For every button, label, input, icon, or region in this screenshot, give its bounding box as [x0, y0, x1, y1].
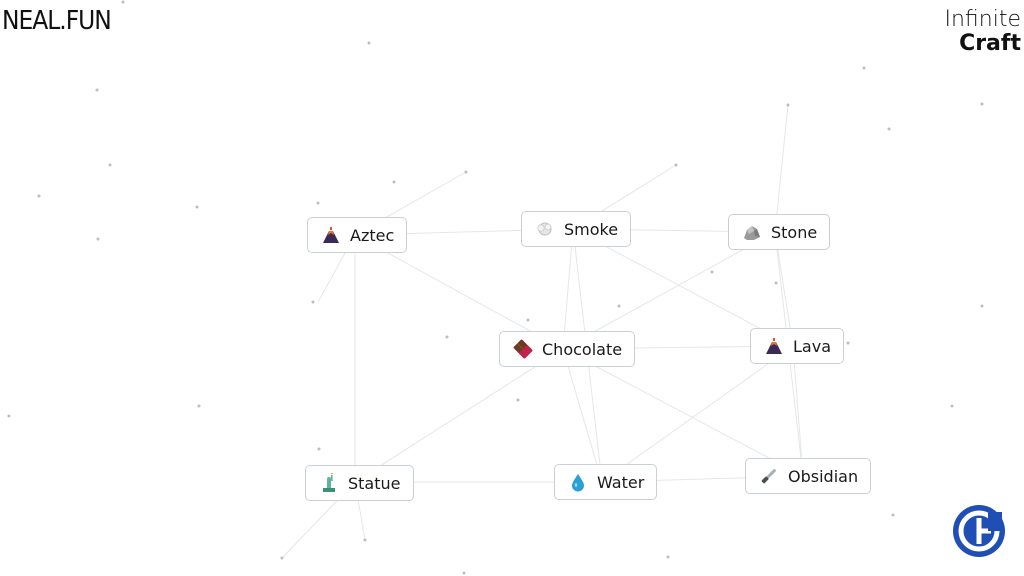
- item-label: Chocolate: [542, 339, 623, 359]
- statue-of-liberty-icon: [318, 472, 340, 494]
- droplet-icon: [567, 471, 589, 493]
- infinite-craft-logo: Infinite Craft: [944, 8, 1021, 56]
- neal-fun-logo[interactable]: NEAL.FUN: [2, 6, 112, 36]
- item-smoke[interactable]: Smoke: [521, 211, 632, 247]
- chocolate-bar-icon: [512, 338, 534, 360]
- item-statue[interactable]: Statue: [305, 465, 414, 501]
- rock-icon: [741, 221, 763, 243]
- item-chocolate[interactable]: Chocolate: [499, 331, 636, 367]
- item-label: Obsidian: [788, 466, 859, 486]
- item-lava[interactable]: Lava: [750, 328, 844, 364]
- app-title-line2: Craft: [959, 31, 1021, 56]
- app-title-line1: Infinite: [944, 7, 1021, 32]
- item-label: Lava: [793, 336, 831, 356]
- knife-icon: [758, 465, 780, 487]
- item-obsidian[interactable]: Obsidian: [745, 458, 872, 494]
- volcano-icon: [763, 335, 785, 357]
- item-water[interactable]: Water: [554, 464, 658, 500]
- item-label: Statue: [348, 473, 401, 493]
- item-label: Stone: [771, 222, 818, 242]
- smoke-icon: [534, 218, 556, 240]
- item-aztec[interactable]: Aztec: [307, 217, 408, 253]
- volcano-icon: [320, 224, 342, 246]
- gamerevolution-logo-icon: [952, 504, 1006, 558]
- item-label: Smoke: [564, 219, 619, 239]
- item-stone[interactable]: Stone: [728, 214, 831, 250]
- item-label: Water: [597, 472, 645, 492]
- item-label: Aztec: [350, 225, 395, 245]
